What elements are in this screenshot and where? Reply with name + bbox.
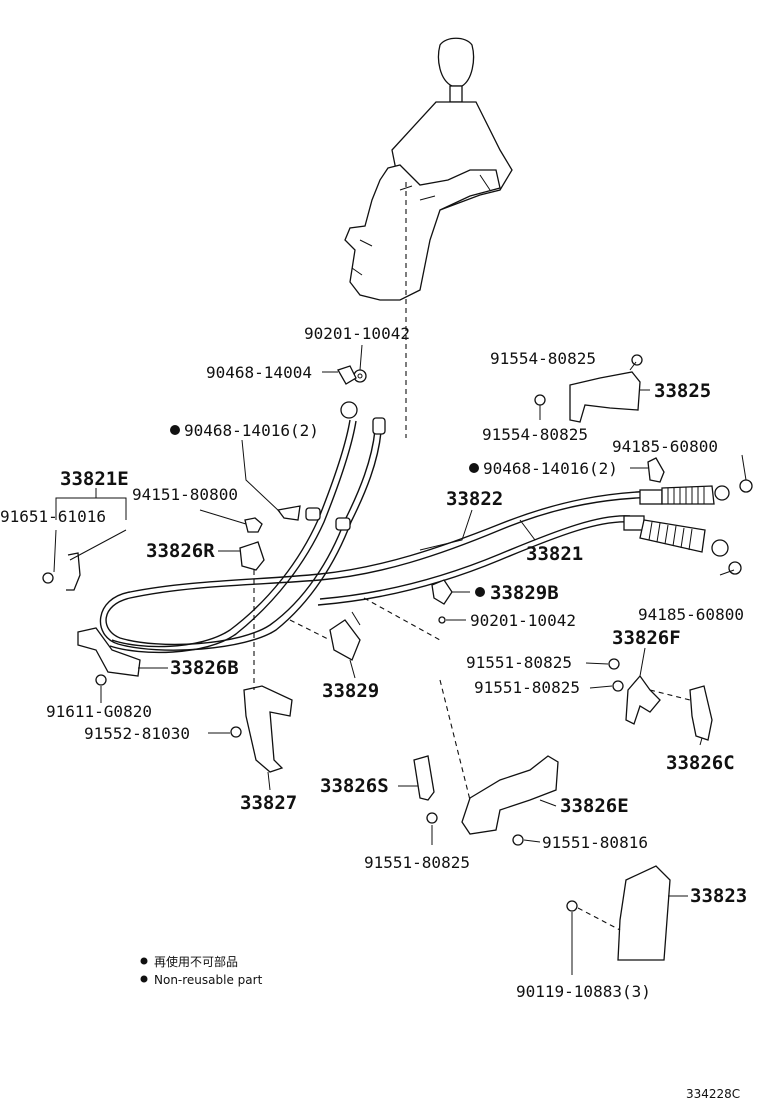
non-reusable-marker-left <box>170 425 180 435</box>
non-reusable-marker-right <box>469 463 479 473</box>
label-94185-60800-a: 94185-60800 <box>612 437 718 456</box>
label-33822: 33822 <box>446 488 503 510</box>
label-90201-10042-top: 90201-10042 <box>304 324 410 343</box>
label-94185-60800-b: 94185-60800 <box>638 605 744 624</box>
label-91554-80825-b: 91554-80825 <box>482 425 588 444</box>
non-reusable-marker-33829B <box>475 587 485 597</box>
label-33821E: 33821E <box>60 468 129 490</box>
legend-text-jp: 再使用不可部品 <box>154 954 238 969</box>
diagram-code: 334228C <box>686 1087 740 1101</box>
label-91551-80825-b: 91551-80825 <box>474 678 580 697</box>
label-33829B: 33829B <box>490 582 559 604</box>
leader-lines <box>53 344 747 975</box>
legend-marker-jp <box>140 957 148 965</box>
label-33826S: 33826S <box>320 775 389 797</box>
label-33821: 33821 <box>526 543 583 565</box>
label-33829: 33829 <box>322 680 379 702</box>
label-91554-80825-a: 91554-80825 <box>490 349 596 368</box>
label-33826R: 33826R <box>146 540 215 562</box>
label-91551-80825-c: 91551-80825 <box>364 853 470 872</box>
label-33825: 33825 <box>654 380 711 402</box>
shift-lever-assembly <box>344 37 513 438</box>
shift-cables <box>99 401 730 654</box>
label-94151-80800: 94151-80800 <box>132 485 238 504</box>
label-33823: 33823 <box>690 885 747 907</box>
label-90201-10042-mid: 90201-10042 <box>470 611 576 630</box>
part-labels: 90201-10042 90468-14004 91554-80825 3382… <box>0 324 747 1001</box>
label-33827: 33827 <box>240 792 297 814</box>
label-90119-10883: 90119-10883(3) <box>516 982 651 1001</box>
legend: 再使用不可部品 Non-reusable part <box>140 954 263 987</box>
label-33826E: 33826E <box>560 795 629 817</box>
label-33826F: 33826F <box>612 627 681 649</box>
label-90468-14016-right: 90468-14016(2) <box>483 459 618 478</box>
label-91611-G0820: 91611-G0820 <box>46 702 152 721</box>
label-90468-14004: 90468-14004 <box>206 363 312 382</box>
hardware-parts <box>42 354 753 961</box>
label-91651-61016: 91651-61016 <box>0 507 106 526</box>
label-33826B: 33826B <box>170 657 239 679</box>
legend-marker-en <box>140 975 148 983</box>
label-91552-81030: 91552-81030 <box>84 724 190 743</box>
label-91551-80825-a: 91551-80825 <box>466 653 572 672</box>
label-91551-80816: 91551-80816 <box>542 833 648 852</box>
label-33826C: 33826C <box>666 752 735 774</box>
legend-text-en: Non-reusable part <box>154 973 263 987</box>
label-90468-14016-left: 90468-14016(2) <box>184 421 319 440</box>
